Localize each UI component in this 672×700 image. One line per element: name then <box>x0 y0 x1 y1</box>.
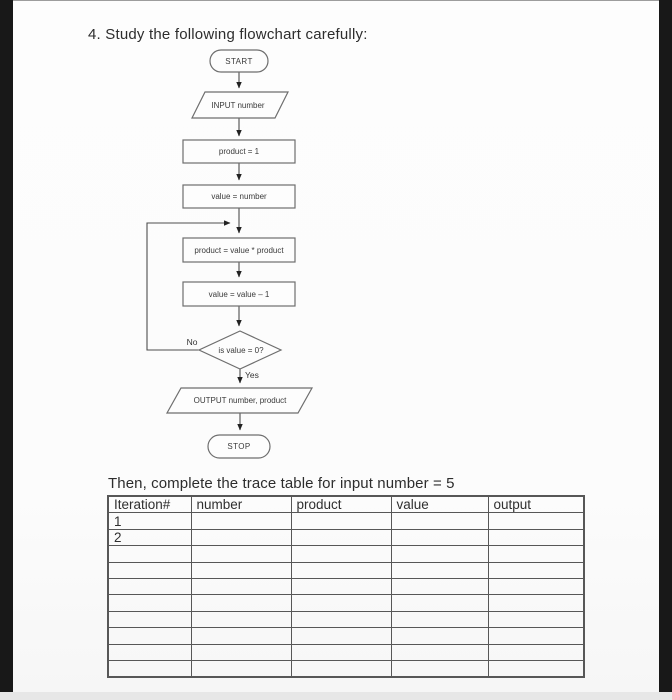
flowchart: START INPUT number product = 1 value = n… <box>146 49 314 459</box>
stop-label: STOP <box>227 442 250 451</box>
table-cell <box>390 577 489 596</box>
page-top-edge <box>0 0 672 1</box>
table-cell <box>487 659 585 678</box>
table-cell <box>290 643 392 661</box>
table-cell <box>190 545 292 563</box>
table-cell <box>290 610 392 629</box>
table-cell: 2 <box>107 528 192 547</box>
output-parallelogram <box>165 387 314 414</box>
table-cell <box>487 545 585 563</box>
table-cell <box>487 528 585 547</box>
trace-table-intro: Then, complete the trace table for input… <box>108 475 455 492</box>
table-cell <box>487 627 585 645</box>
table-cell <box>107 627 192 645</box>
table-cell <box>190 627 292 645</box>
yes-branch-label: Yes <box>245 370 259 380</box>
table-cell <box>487 577 585 596</box>
column-header-number: number <box>190 495 292 514</box>
table-cell <box>290 659 392 678</box>
table-row: 1 <box>107 512 585 530</box>
table-cell <box>190 643 292 661</box>
table-cell <box>190 659 292 678</box>
table-header-row: Iteration# number product value output <box>107 495 585 514</box>
table-cell <box>290 594 392 612</box>
process-product-init-label: product = 1 <box>219 147 260 156</box>
input-label: INPUT number <box>211 101 265 110</box>
table-cell <box>190 594 292 612</box>
question-title: 4. Study the following flowchart careful… <box>88 26 368 43</box>
table-cell <box>290 627 392 645</box>
table-cell: 1 <box>107 512 192 530</box>
table-row <box>107 659 585 678</box>
trace-table: Iteration# number product value output 1… <box>107 495 585 679</box>
table-cell <box>390 643 489 661</box>
process-value-update-label: value = value – 1 <box>209 290 270 299</box>
column-header-iteration: Iteration# <box>107 495 192 514</box>
table-cell <box>190 610 292 629</box>
table-cell <box>290 577 392 596</box>
process-value-update <box>182 281 296 307</box>
column-header-value: value <box>390 495 489 514</box>
table-row <box>107 610 585 629</box>
table-cell <box>107 659 192 678</box>
start-terminator <box>209 49 269 73</box>
no-branch-label: No <box>187 337 198 347</box>
table-cell <box>107 561 192 579</box>
table-cell <box>107 610 192 629</box>
left-black-bar <box>0 0 13 692</box>
table-cell <box>290 545 392 563</box>
table-cell <box>190 577 292 596</box>
table-cell <box>390 528 489 547</box>
table-cell <box>390 627 489 645</box>
table-cell <box>290 561 392 579</box>
process-product-init <box>182 139 296 164</box>
table-cell <box>390 659 489 678</box>
table-row <box>107 561 585 579</box>
table-row <box>107 594 585 612</box>
table-cell <box>190 528 292 547</box>
column-header-output: output <box>487 495 585 514</box>
right-black-bar <box>659 0 672 692</box>
process-product-update-label: product = value * product <box>194 246 284 255</box>
table-cell <box>487 594 585 612</box>
process-value-init-label: value = number <box>211 192 267 201</box>
table-cell <box>487 512 585 530</box>
table-cell <box>107 594 192 612</box>
table-cell <box>190 561 292 579</box>
table-cell <box>487 643 585 661</box>
table-cell <box>190 512 292 530</box>
table-cell <box>107 643 192 661</box>
table-row <box>107 643 585 661</box>
process-value-init <box>182 184 296 209</box>
table-row: 2 <box>107 528 585 547</box>
table-cell <box>290 512 392 530</box>
table-cell <box>390 610 489 629</box>
table-row <box>107 577 585 596</box>
start-label: START <box>225 57 252 66</box>
loop-back-line <box>146 220 231 351</box>
table-cell <box>390 594 489 612</box>
output-label: OUTPUT number, product <box>194 396 288 405</box>
page-bottom-edge <box>0 692 672 700</box>
column-header-product: product <box>290 495 392 514</box>
table-cell <box>107 577 192 596</box>
decision-diamond <box>197 330 283 370</box>
table-cell <box>390 545 489 563</box>
table-cell <box>390 561 489 579</box>
table-cell <box>290 528 392 547</box>
table-cell <box>390 512 489 530</box>
table-row <box>107 545 585 563</box>
table-cell <box>487 610 585 629</box>
table-cell <box>107 545 192 563</box>
stop-terminator <box>207 434 271 459</box>
table-row <box>107 627 585 645</box>
table-cell <box>487 561 585 579</box>
process-product-update <box>182 237 296 263</box>
decision-label: is value = 0? <box>218 346 264 355</box>
input-parallelogram <box>191 91 289 119</box>
